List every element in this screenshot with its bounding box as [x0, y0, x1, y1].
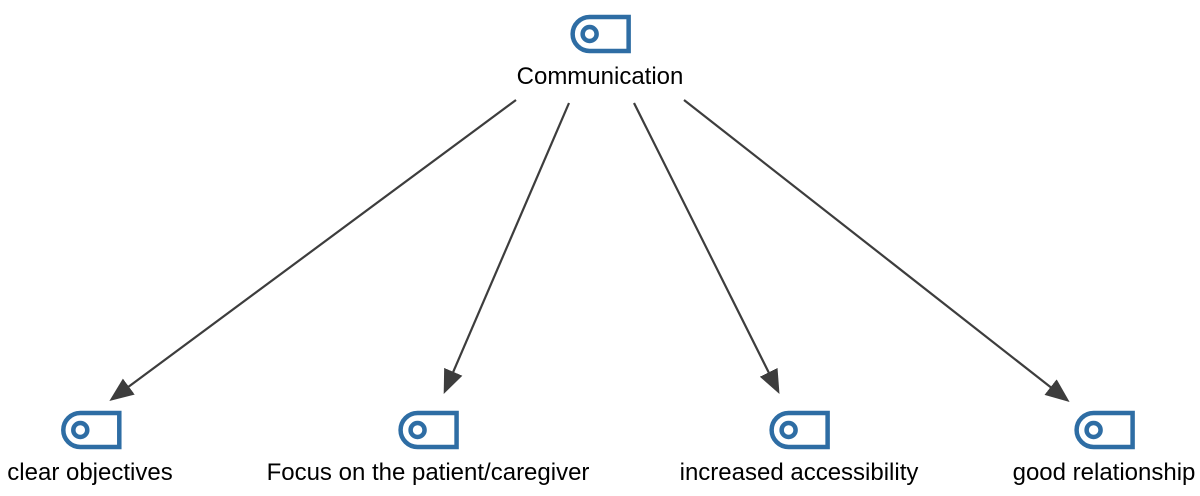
node-clear-objectives[interactable]: clear objectives — [7, 410, 173, 487]
edge-communication-good-relationship[interactable] — [683, 99, 1070, 403]
code-tag-icon — [60, 410, 122, 450]
edge-communication-clear-objectives[interactable] — [109, 99, 517, 401]
node-label: clear objectives — [7, 459, 173, 486]
node-good-relationship[interactable]: good relationship — [1012, 410, 1196, 487]
node-label: Communication — [516, 63, 684, 90]
node-communication[interactable]: Communication — [516, 14, 684, 91]
edge-communication-focus-on-the-patient-caregiver[interactable] — [443, 102, 571, 395]
node-focus-on-the-patient-caregiver[interactable]: Focus on the patient/caregiver — [266, 410, 590, 487]
node-increased-accessibility[interactable]: increased accessibility — [679, 410, 919, 487]
code-tag-icon — [570, 14, 632, 54]
node-label: increased accessibility — [679, 459, 919, 486]
code-tag-icon — [769, 410, 831, 450]
node-label: good relationship — [1012, 459, 1196, 486]
code-tag-icon — [1074, 410, 1136, 450]
edge-communication-increased-accessibility[interactable] — [633, 102, 780, 394]
node-label: Focus on the patient/caregiver — [266, 459, 590, 486]
code-tag-icon — [398, 410, 460, 450]
